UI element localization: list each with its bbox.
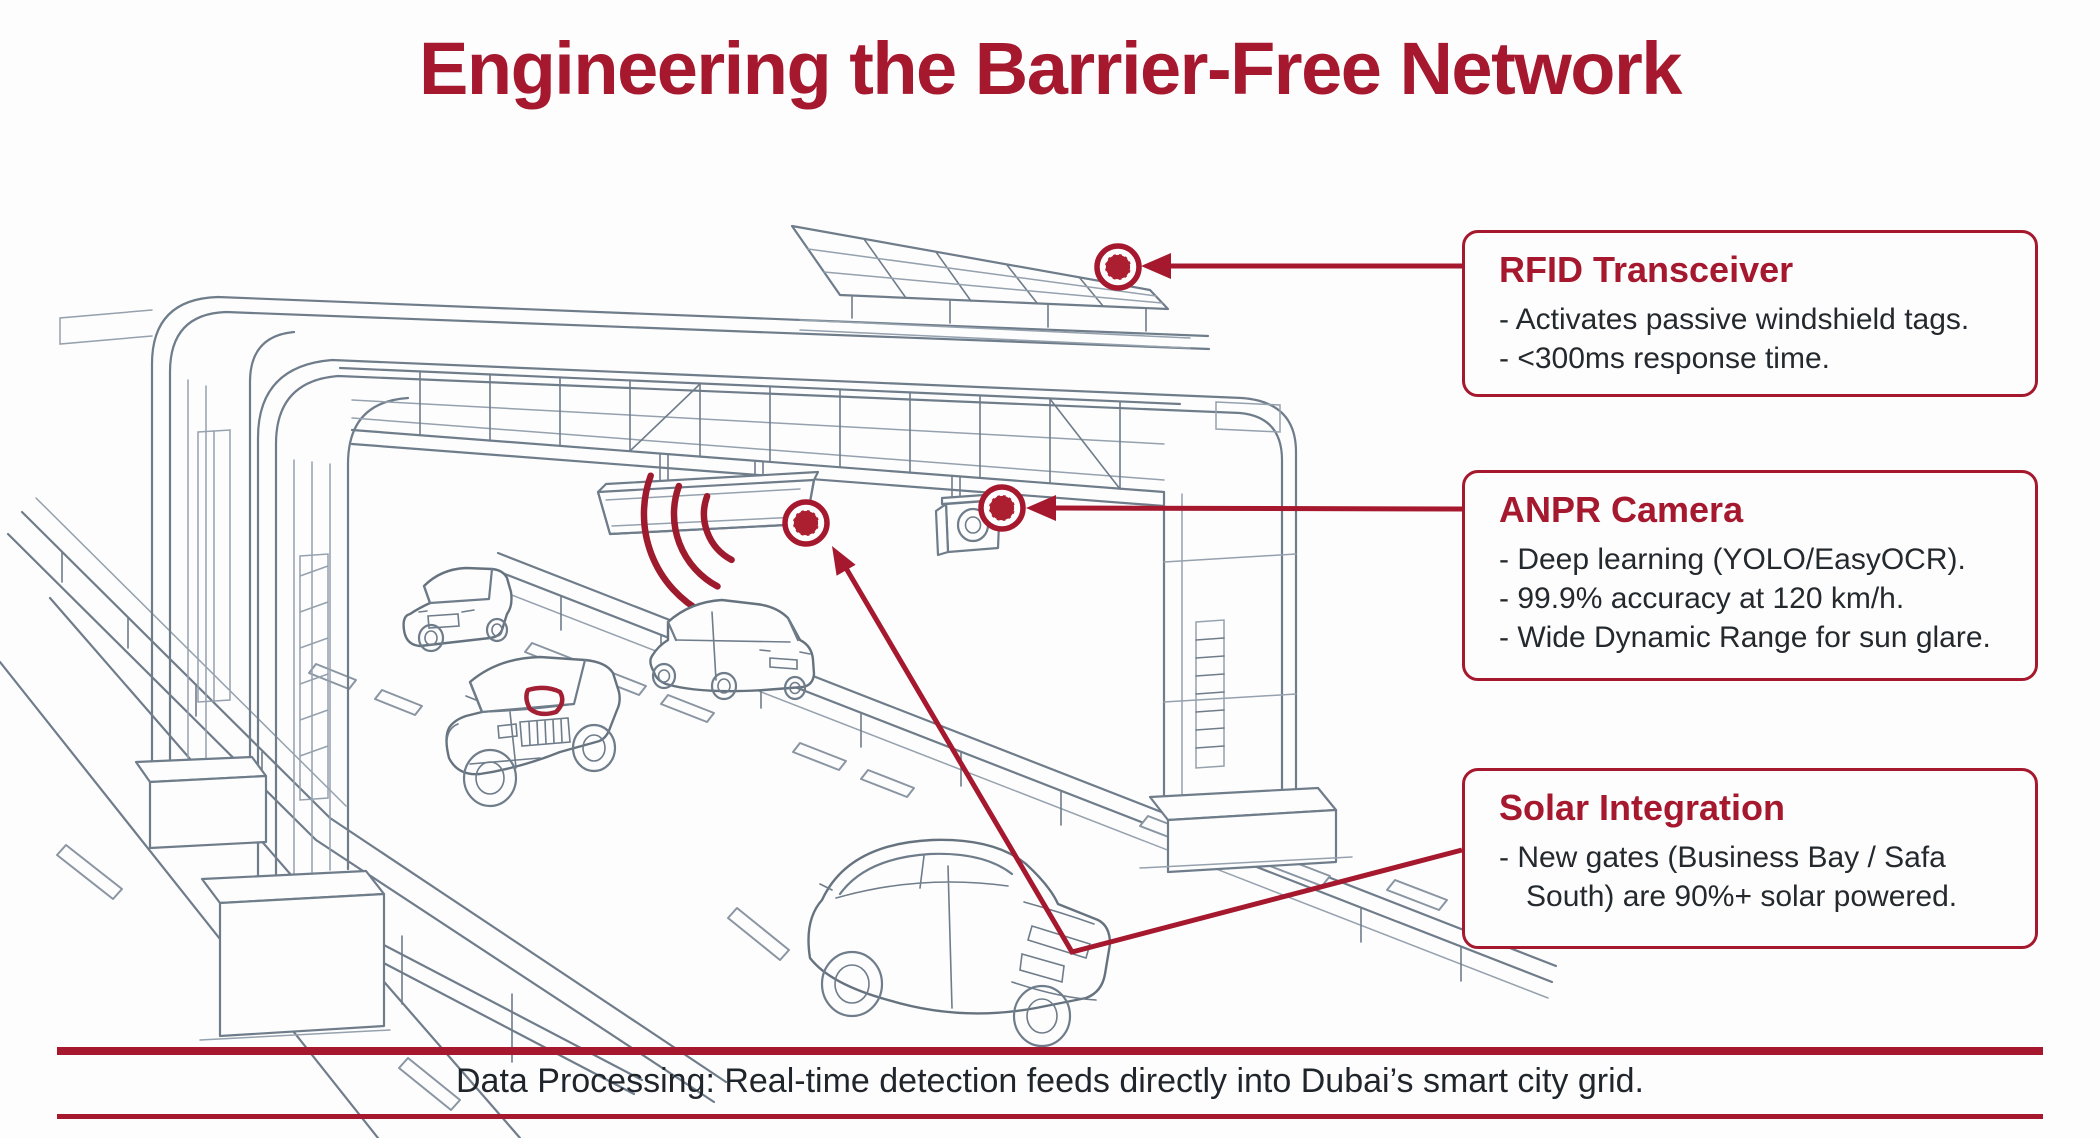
footer-divider-bottom bbox=[57, 1114, 2043, 1119]
windshield-tag-icon bbox=[524, 685, 565, 717]
callout-bullet: - New gates (Business Bay / Safa South) … bbox=[1499, 841, 1958, 913]
callout-solar-integration: Solar Integration - New gates (Business … bbox=[1462, 768, 2038, 949]
arrow-left-icon bbox=[1141, 253, 1171, 279]
car-large-sedan bbox=[807, 838, 1112, 1048]
callout-bullet: - Deep learning (YOLO/EasyOCR). bbox=[1499, 543, 1966, 576]
footer-divider-top bbox=[57, 1047, 2043, 1055]
callout-title: Solar Integration bbox=[1499, 787, 1786, 828]
rfid-reader-marker-icon bbox=[782, 499, 830, 547]
pillar-bases bbox=[134, 755, 391, 1041]
anpr-camera bbox=[934, 475, 1002, 557]
connector-solar bbox=[832, 546, 1463, 955]
connector-rfid bbox=[1141, 253, 1462, 279]
footer-text: Data Processing: Real-time detection fee… bbox=[456, 1062, 1644, 1100]
radio-waves-icon bbox=[640, 472, 735, 617]
car-sedan-rear bbox=[649, 598, 816, 701]
callout-anpr-camera: ANPR Camera - Deep learning (YOLO/EasyOC… bbox=[1462, 470, 2038, 681]
toll-gantry bbox=[59, 295, 1353, 1041]
arrow-left-icon bbox=[1026, 495, 1056, 521]
page-title: Engineering the Barrier-Free Network bbox=[419, 27, 1682, 110]
right-pillar bbox=[1139, 401, 1353, 874]
car-suv bbox=[445, 655, 621, 808]
callout-bullet: - 99.9% accuracy at 120 km/h. bbox=[1499, 582, 1905, 615]
callout-bullet: - Activates passive windshield tags. bbox=[1499, 303, 1970, 336]
callout-rfid-transceiver: RFID Transceiver - Activates passive win… bbox=[1462, 230, 2038, 397]
callout-bullet: - <300ms response time. bbox=[1499, 342, 1830, 375]
callout-bullet: - Wide Dynamic Range for sun glare. bbox=[1499, 621, 1991, 654]
callout-title: ANPR Camera bbox=[1499, 489, 1744, 530]
arrow-up-left-icon bbox=[832, 546, 856, 576]
solar-panel-marker-icon bbox=[1094, 243, 1142, 291]
callout-title: RFID Transceiver bbox=[1499, 249, 1794, 290]
anpr-camera-marker-icon bbox=[978, 484, 1026, 532]
car-sedan-front bbox=[402, 566, 513, 653]
connector-anpr bbox=[1026, 495, 1463, 521]
gantry-beam-windows bbox=[338, 366, 1182, 490]
solar-panel bbox=[790, 224, 1191, 349]
